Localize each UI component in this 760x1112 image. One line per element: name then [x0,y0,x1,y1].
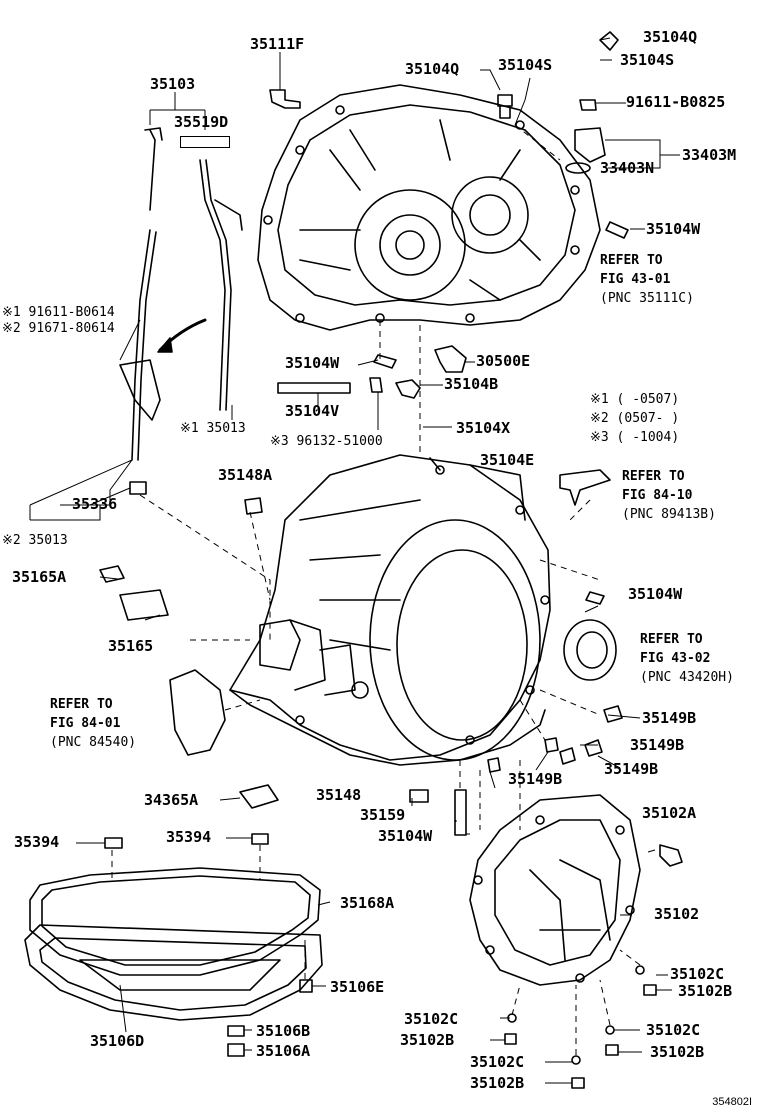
legend: ※1 ( -0507) ※2 (0507- ) ※3 ( -1004) [590,390,679,447]
bell-housing-drawing [469,794,641,986]
part-label-35149b-4: 35149B [508,770,563,788]
part-label-35111f: 35111F [250,35,305,53]
ref-line: FIG 43-01 [600,272,671,287]
part-label-35104s: 35104S [620,51,675,69]
part-label-91671-80614: ※2 91671-80614 [2,321,115,336]
part-label-35102c-3: 35102C [646,1021,701,1039]
part-label-30500e: 30500E [476,352,531,370]
part-label-33403m: 33403M [682,146,737,164]
ref-line: REFER TO [50,697,113,712]
legend-note-1: ※1 ( -0507) [590,392,680,407]
reference-fig-84-01: REFER TO FIG 84-01 (PNC 84540) [50,695,136,752]
part-label-35102b-2: 35102B [400,1031,455,1049]
part-label-35104w-right: 35104W [628,585,683,603]
alignment-lines [111,124,641,1055]
legend-note-3: ※3 ( -1004) [590,430,680,445]
part-label-35104s-upper: 35104S [498,56,553,74]
ref-line: REFER TO [640,632,703,647]
ref-line: FIG 43-02 [640,651,711,666]
part-label-35106e: 35106E [330,978,385,996]
part-label-35519d: 35519D [174,113,229,131]
part-label-35104x: 35104X [456,419,511,437]
part-label-35102b-4: 35102B [470,1074,525,1092]
part-label-35104q: 35104Q [643,28,698,46]
part-label-35104v: 35104V [285,402,340,420]
part-label-91611-b0614: ※1 91611-B0614 [2,305,115,320]
reference-fig-84-10: REFER TO FIG 84-10 (PNC 89413B) [622,467,716,524]
part-label-35394-right: 35394 [166,828,212,846]
part-label-35149b-3: 35149B [604,760,659,778]
part-label-35104w-mid: 35104W [285,354,340,372]
part-label-35102b-3: 35102B [650,1043,705,1061]
part-label-35165: 35165 [108,637,154,655]
ref-line: (PNC 84540) [50,735,137,750]
part-label-35102c-2: 35102C [404,1010,459,1028]
legend-note-2: ※2 (0507- ) [590,411,680,426]
reference-fig-43-01: REFER TO FIG 43-01 (PNC 35111C) [600,251,694,308]
part-label-35104w-upper: 35104W [646,220,701,238]
leader-lines [29,37,680,1084]
part-label-33403n: 33403N [600,159,655,177]
part-label-35013-type1: ※1 35013 [180,421,246,436]
reference-fig-43-02: REFER TO FIG 43-02 (PNC 43420H) [640,630,734,687]
part-label-35149b-1: 35149B [642,709,697,727]
part-label-35102c-4: 35102C [470,1053,525,1071]
part-label-35013-type2: ※2 35013 [2,533,68,548]
part-label-35165a: 35165A [12,568,67,586]
transaxle-case-drawing [229,454,551,766]
figure-number: 354802I [712,1096,752,1108]
part-label-35168a: 35168A [340,894,395,912]
part-label-35394-left: 35394 [14,833,60,851]
ref-line: FIG 84-10 [622,488,693,503]
part-label-35336: 35336 [72,495,118,513]
transaxle-housing-drawing [257,84,601,331]
oil-pan-drawing [24,867,323,1021]
part-label-35103: 35103 [150,75,196,93]
oil-level-gauge-drawing [119,127,243,461]
part-label-35102a: 35102A [642,804,697,822]
part-label-35104b: 35104B [444,375,499,393]
part-label-35148a: 35148A [218,466,273,484]
part-label-35104e: 35104E [480,451,535,469]
part-label-35106d: 35106D [90,1032,145,1050]
small-parts-drawing [99,31,683,1089]
part-label-34365a: 34365A [144,791,199,809]
ref-line: (PNC 35111C) [600,291,694,306]
ref-line: REFER TO [600,253,663,268]
part-label-35102b-1: 35102B [678,982,733,1000]
spacer-bar [180,136,230,148]
ref-line: (PNC 43420H) [640,670,734,685]
part-label-35106b: 35106B [256,1022,311,1040]
part-label-96132-51000: ※3 96132-51000 [270,434,383,449]
ref-line: REFER TO [622,469,685,484]
part-label-35149b-2: 35149B [630,736,685,754]
part-label-35104w-lower: 35104W [378,827,433,845]
part-label-35159: 35159 [360,806,406,824]
part-label-35148: 35148 [316,786,362,804]
ref-line: (PNC 89413B) [622,507,716,522]
part-label-35102c-1: 35102C [670,965,725,983]
part-label-91611-b0825: 91611-B0825 [626,93,726,111]
part-label-35106a: 35106A [256,1042,311,1060]
ref-line: FIG 84-01 [50,716,121,731]
part-label-35104q-upper: 35104Q [405,60,460,78]
part-label-35102: 35102 [654,905,700,923]
